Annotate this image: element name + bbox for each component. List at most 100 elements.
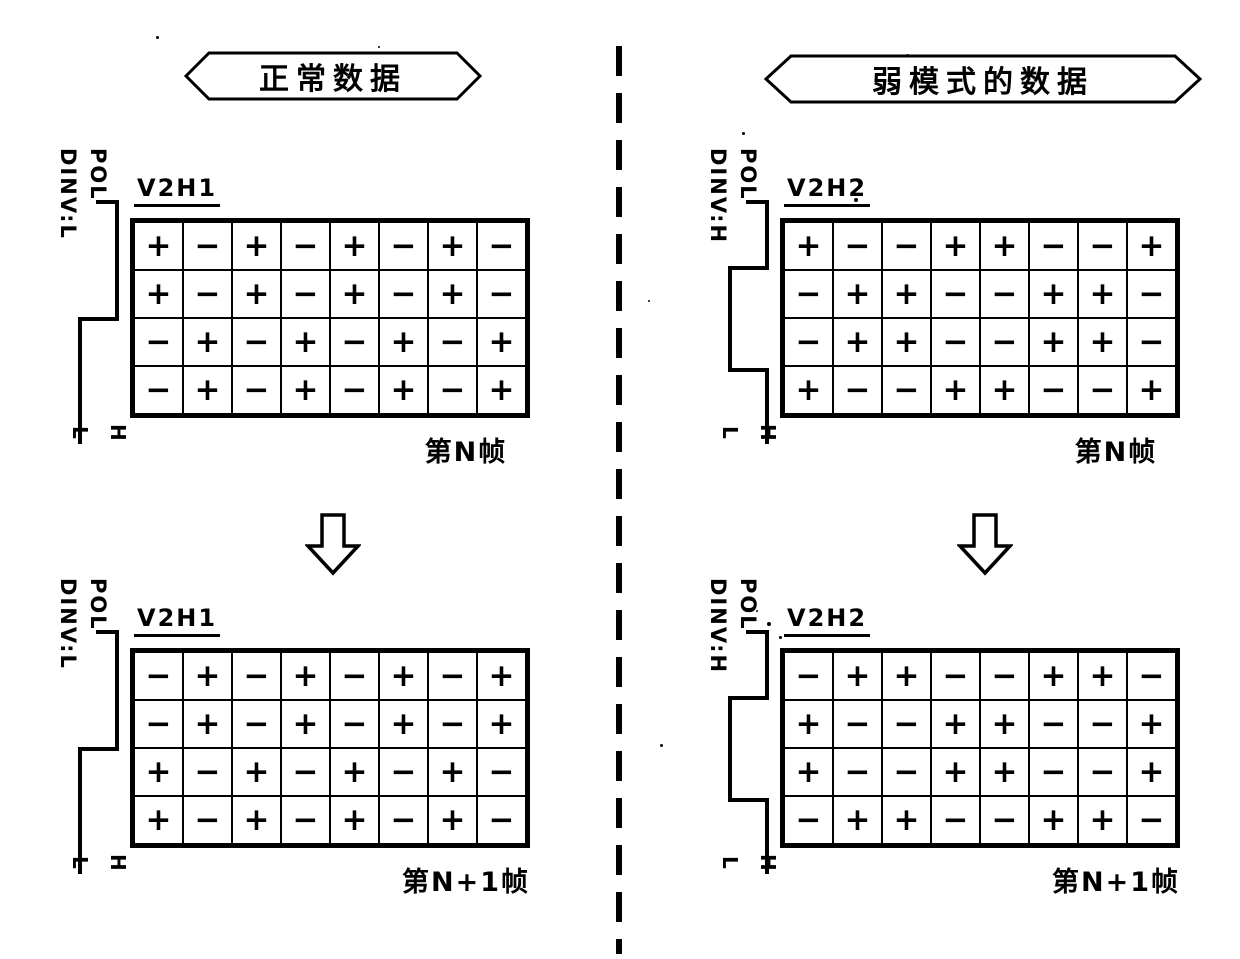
polarity-cell: + [783,221,834,271]
pol-waveform [728,200,769,444]
polarity-cell: + [329,269,380,319]
polarity-cell: − [182,221,233,271]
scan-noise-dot [854,198,858,202]
polarity-cell: + [832,795,883,845]
scan-noise-dot [378,46,380,48]
polarity-cell: + [280,317,331,367]
dinv-label: DINV:H [706,148,730,245]
grid-row: −++−−++− [783,795,1177,845]
h-level-label: H [756,424,780,443]
dinv-label: DINV:H [706,578,730,675]
polarity-cell: − [133,365,184,415]
grid-row: −+−+−+−+ [133,651,527,701]
polarity-cell: − [1126,317,1177,367]
polarity-cell: + [979,699,1030,749]
polarity-cell: − [329,699,380,749]
polarity-cell: + [231,221,282,271]
polarity-cell: + [378,317,429,367]
polarity-cell: + [427,795,478,845]
polarity-cell: + [378,699,429,749]
polarity-cell: + [832,317,883,367]
polarity-cell: − [930,269,981,319]
polarity-cell: − [783,317,834,367]
polarity-cell: − [1126,651,1177,701]
grid-row: −+−+−+−+ [133,317,527,367]
pol-waveform [78,200,119,444]
polarity-cell: + [476,699,527,749]
scan-noise-dot [767,622,771,626]
polarity-cell: − [231,651,282,701]
polarity-cell: − [378,795,429,845]
polarity-cell: + [329,795,380,845]
grid-row: +−−++−−+ [783,747,1177,797]
polarity-cell: + [1077,317,1128,367]
polarity-cell: + [1126,221,1177,271]
grid-row: −++−−++− [783,317,1177,367]
polarity-cell: − [1028,747,1079,797]
polarity-cell: − [1077,365,1128,415]
polarity-cell: + [476,317,527,367]
polarity-cell: − [182,795,233,845]
polarity-grid: −++−−++−+−−++−−++−−++−−+−++−−++− [780,648,1180,848]
polarity-cell: + [133,221,184,271]
grid-row: +−−++−−+ [783,365,1177,415]
polarity-cell: + [476,651,527,701]
polarity-cell: − [476,221,527,271]
polarity-cell: − [231,365,282,415]
polarity-cell: − [1028,365,1079,415]
grid-mode-label: V2H2 [784,604,871,637]
pol-waveform [728,630,769,874]
pol-label: POL [736,578,760,631]
polarity-cell: + [1028,651,1079,701]
polarity-cell: + [979,747,1030,797]
dashed-divider [616,46,622,954]
polarity-cell: + [280,699,331,749]
banner-hexagon-shape [183,51,483,101]
polarity-cell: − [832,747,883,797]
pol-waveform [78,630,119,874]
banner-normal-data: 正常数据 [183,50,483,102]
down-arrow-icon [305,513,361,576]
polarity-cell: − [182,747,233,797]
pol-label: POL [86,148,110,201]
polarity-cell: − [979,795,1030,845]
polarity-cell: + [832,269,883,319]
panel-right-bottom: DINV:H POL V2H2 −++−−++−+−−++−−++−−++−−+… [700,570,1200,915]
grid-row: +−+−+−+− [133,795,527,845]
down-arrow-icon [957,513,1013,576]
banner-weak-mode-data-label: 弱模式的数据 [872,65,1094,100]
polarity-cell: − [378,269,429,319]
polarity-cell: − [930,795,981,845]
h-level-label: H [106,854,130,873]
polarity-cell: − [1077,699,1128,749]
polarity-cell: + [231,269,282,319]
grid-row: +−+−+−+− [133,269,527,319]
polarity-cell: + [378,365,429,415]
polarity-cell: − [1028,699,1079,749]
polarity-cell: − [881,747,932,797]
polarity-cell: + [133,269,184,319]
grid-mode-label: V2H1 [134,174,221,207]
polarity-cell: + [231,747,282,797]
pol-label: POL [86,578,110,631]
polarity-cell: − [476,747,527,797]
polarity-cell: − [1028,221,1079,271]
polarity-cell: − [930,651,981,701]
scan-noise-dot [756,610,758,612]
polarity-cell: + [979,365,1030,415]
l-level-label: L [718,426,742,441]
polarity-cell: − [182,269,233,319]
polarity-cell: − [832,365,883,415]
banner-normal-data-label: 正常数据 [259,62,407,97]
grid-row: +−+−+−+− [133,747,527,797]
polarity-cell: − [832,699,883,749]
polarity-cell: − [280,747,331,797]
polarity-cell: − [1126,795,1177,845]
dinv-label: DINV:L [56,148,80,240]
polarity-cell: − [979,317,1030,367]
polarity-cell: + [1126,747,1177,797]
l-level-label: L [68,856,92,871]
polarity-cell: + [881,651,932,701]
polarity-cell: − [427,365,478,415]
polarity-cell: + [329,747,380,797]
